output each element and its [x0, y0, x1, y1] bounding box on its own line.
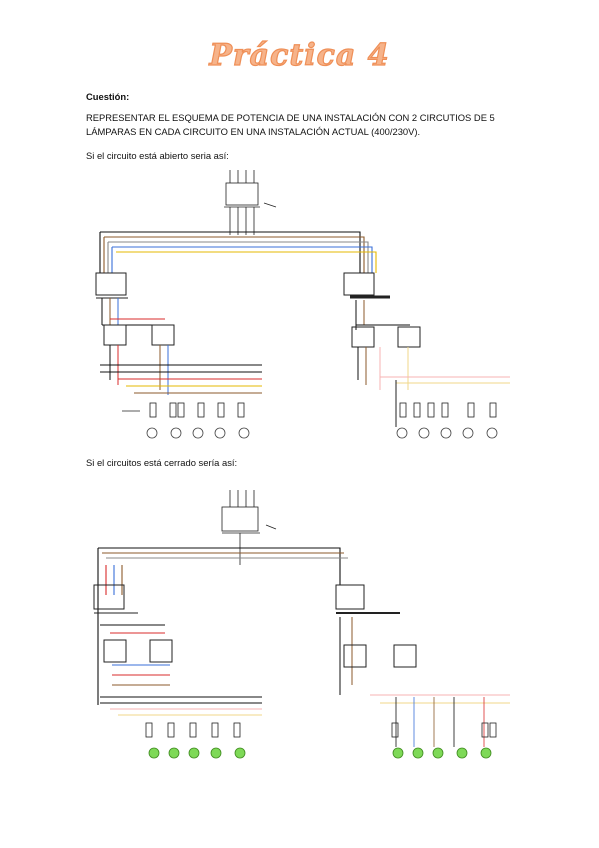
- left-lamp-switches: [145, 722, 241, 738]
- right-lamps: [396, 427, 498, 439]
- left-lamps: [146, 427, 250, 439]
- open-circuit-diagram: [95, 170, 510, 439]
- main-breaker: [224, 170, 277, 235]
- left-branch: [93, 584, 262, 716]
- right-lamp-switches: [391, 697, 497, 747]
- right-branch: [343, 272, 510, 427]
- busbars: [97, 547, 348, 705]
- closed-circuit-diagram: [93, 490, 510, 759]
- left-branch: [95, 272, 262, 395]
- question-statement: REPRESENTAR EL ESQUEMA DE POTENCIA DE UN…: [86, 112, 495, 137]
- right-lamp-switches: [399, 402, 497, 418]
- closed-circuit-caption: Si el circuitos está cerrado sería así:: [86, 457, 238, 468]
- busbars: [99, 231, 377, 273]
- left-lamp-switches: [122, 402, 245, 418]
- question-label: Cuestión:: [86, 91, 130, 102]
- right-lamps-on: [392, 747, 492, 759]
- main-breaker: [221, 490, 277, 565]
- page-title: Práctica 4: [209, 37, 390, 73]
- right-branch: [335, 584, 510, 704]
- open-circuit-caption: Si el circuito está abierto seria así:: [86, 150, 229, 161]
- left-lamps-on: [148, 747, 246, 759]
